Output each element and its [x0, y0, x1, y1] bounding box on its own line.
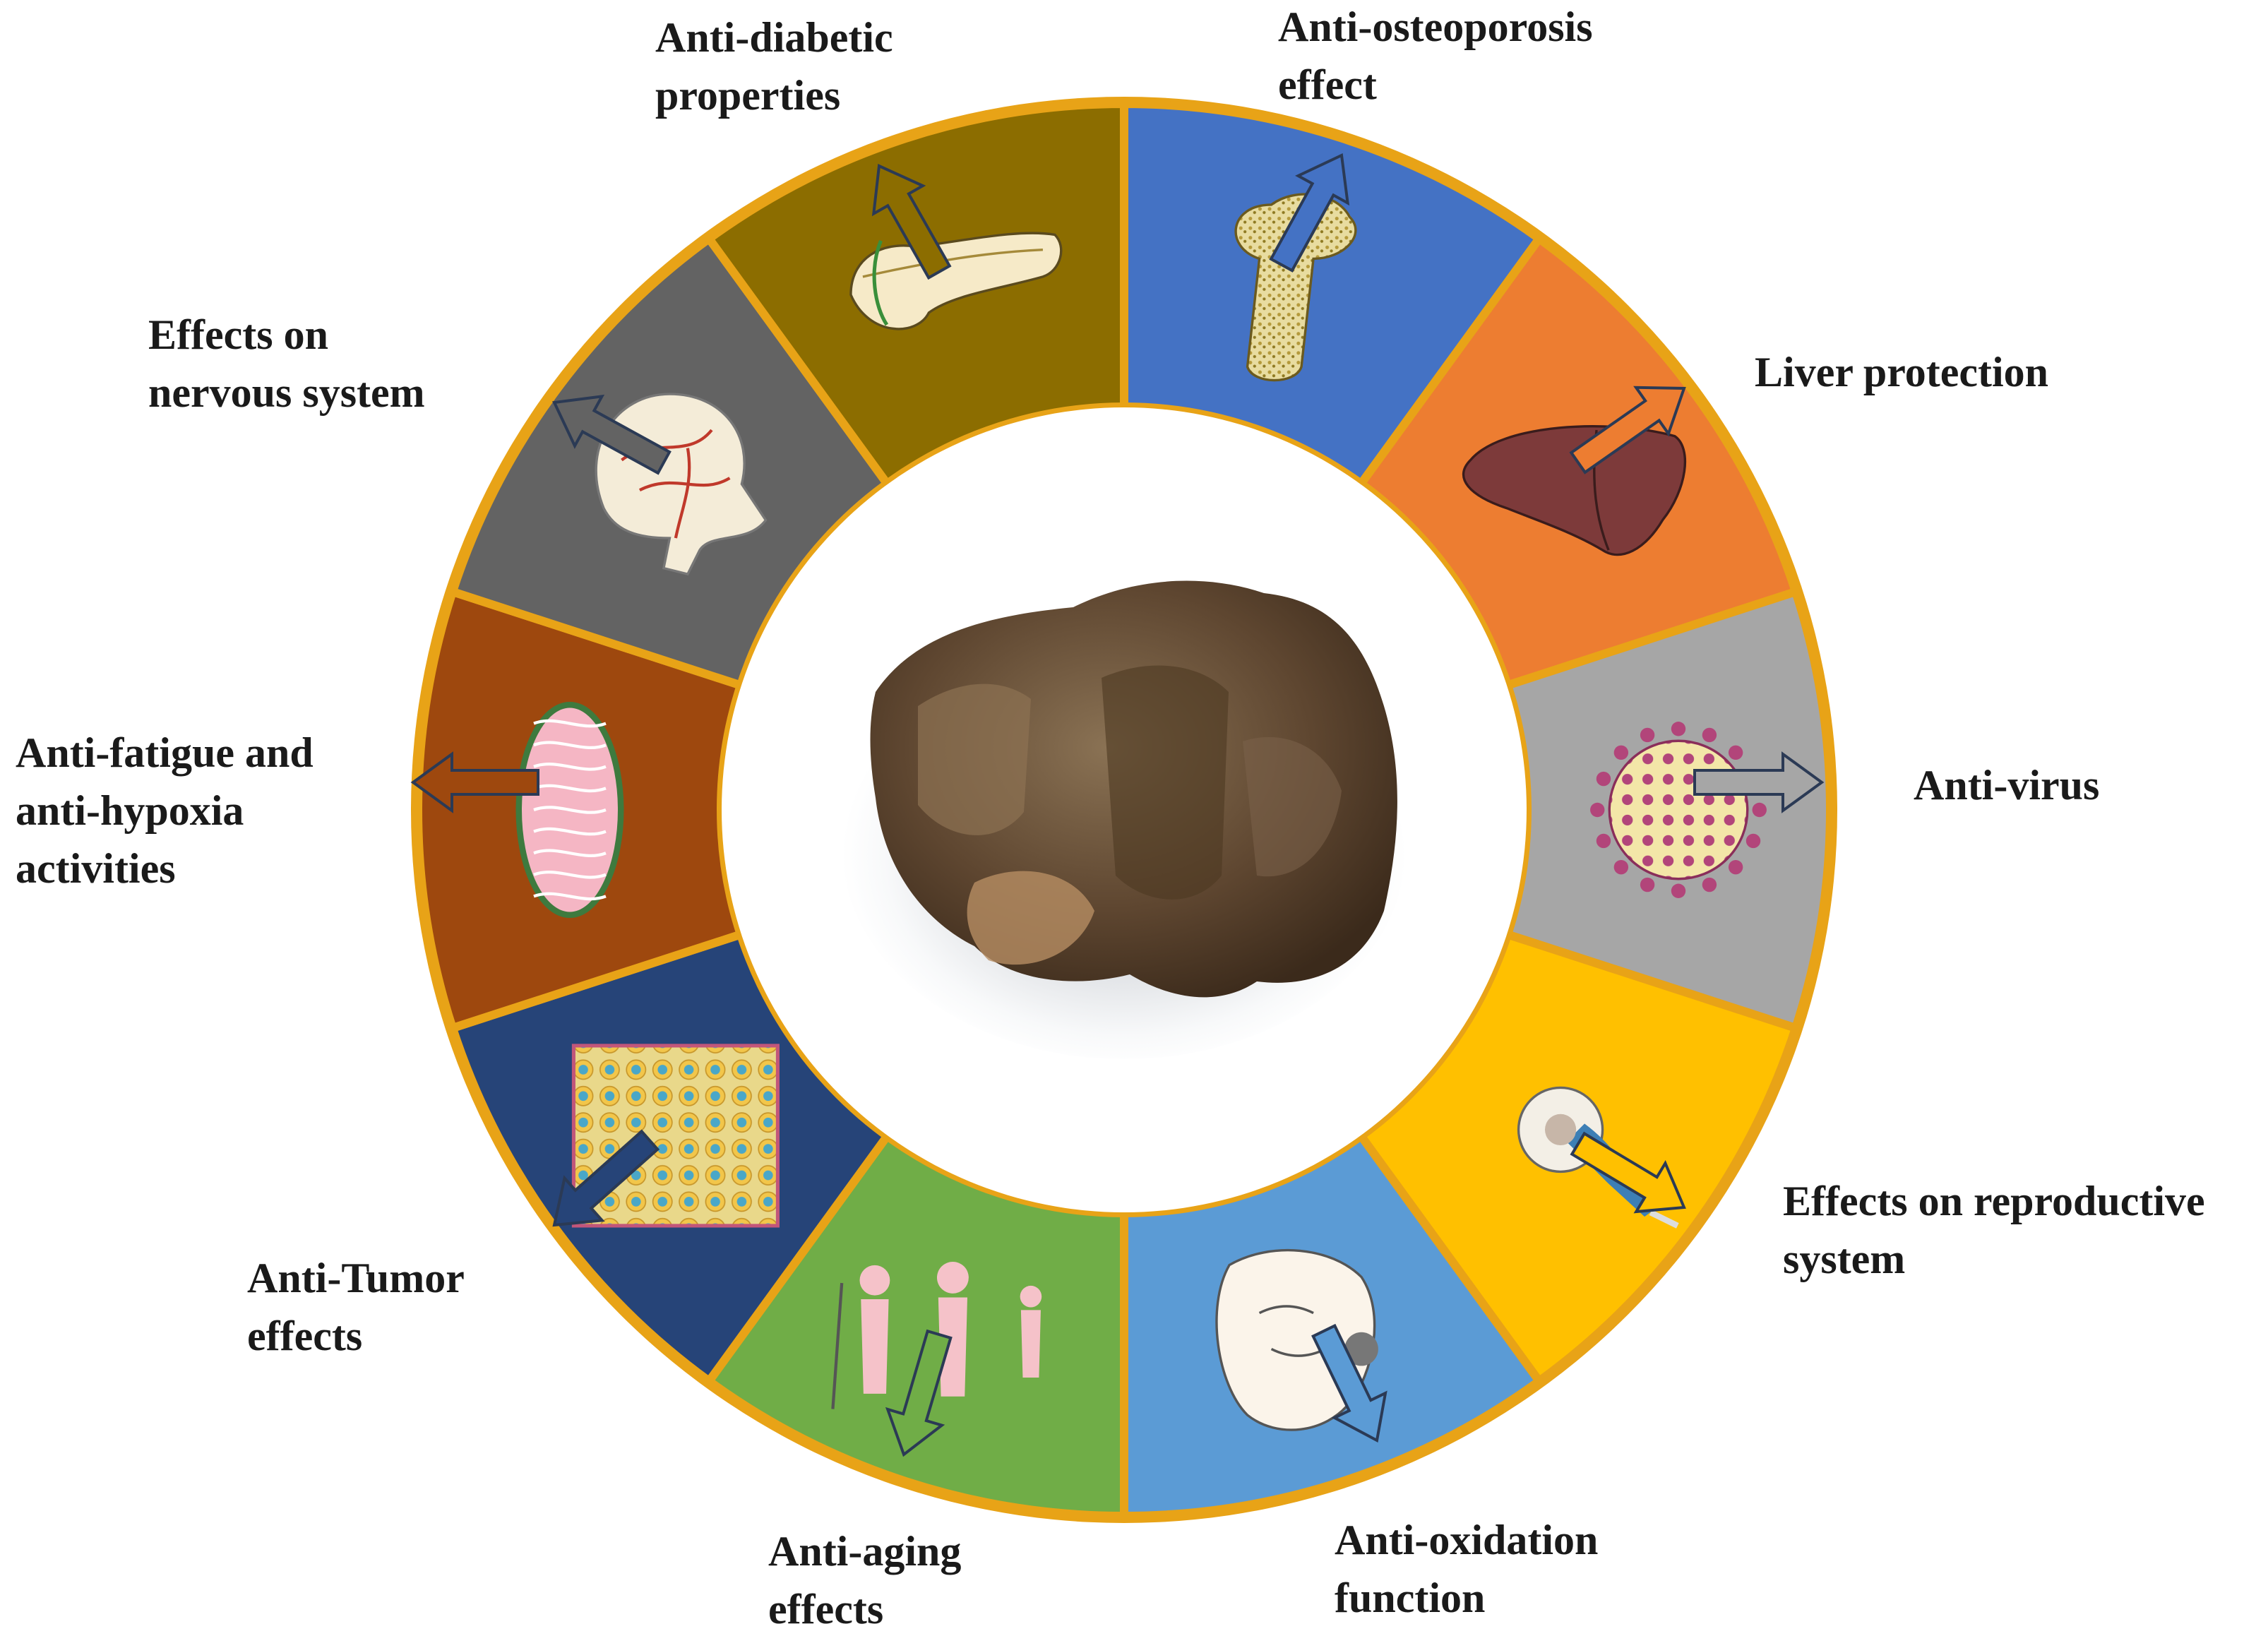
human-lifecycle-icon — [831, 1261, 1042, 1409]
label-anti-fatigue-line-3: activities — [16, 845, 176, 892]
bone-icon — [1234, 193, 1357, 382]
label-nervous-line-1: Effects on — [148, 311, 328, 358]
label-anti-diabetic-line-2: properties — [655, 72, 840, 119]
label-nervous-line-2: nervous system — [148, 369, 425, 416]
arrow-anti-oxidation — [1311, 1323, 1387, 1443]
arrow-anti-aging — [885, 1329, 953, 1457]
label-anti-fatigue-line-1: Anti-fatigue and — [16, 729, 314, 776]
label-anti-tumor-line-2: effects — [247, 1313, 362, 1359]
arrow-anti-fatigue — [410, 751, 539, 813]
label-anti-aging-line-2: effects — [768, 1586, 883, 1632]
agarwood-photo — [722, 407, 1527, 1212]
tumor-cells-icon — [571, 1044, 780, 1228]
pancreas-icon — [849, 232, 1063, 330]
liver-icon — [1462, 425, 1687, 556]
effects-ring — [411, 97, 1837, 1523]
label-anti-oxidation-line-2: function — [1335, 1575, 1485, 1621]
label-anti-oxidation-line-1: Anti-oxidation — [1335, 1517, 1598, 1563]
label-anti-aging-line-1: Anti-aging — [768, 1528, 961, 1575]
label-anti-osteoporosis-line-2: effect — [1278, 61, 1377, 108]
effect-labels: Anti-diabetic properties Anti-osteoporosis… — [16, 4, 2205, 1632]
label-reproductive-line-2: system — [1783, 1236, 1905, 1282]
label-anti-osteoporosis-line-1: Anti-osteoporosis — [1278, 4, 1593, 50]
arrow-liver — [1569, 386, 1686, 474]
arrow-anti-tumor — [552, 1129, 660, 1227]
label-anti-tumor-line-1: Anti-Tumor — [247, 1255, 465, 1301]
label-anti-diabetic-line-1: Anti-diabetic — [655, 14, 893, 61]
virus-icon — [1590, 722, 1767, 898]
label-liver-line-1: Liver protection — [1755, 349, 2048, 395]
effect-arrows — [410, 153, 1825, 1457]
arrow-reproductive — [1570, 1131, 1686, 1214]
mitochondria-icon — [515, 701, 624, 919]
arrow-anti-virus — [1693, 751, 1825, 813]
label-anti-fatigue-line-2: anti-hypoxia — [16, 787, 244, 834]
label-reproductive-line-1: Effects on reproductive — [1783, 1178, 2205, 1224]
arrow-anti-diabetic — [871, 164, 952, 280]
arrow-anti-osteoporosis — [1269, 153, 1350, 273]
label-anti-virus-line-1: Anti-virus — [1914, 762, 2099, 808]
arrow-nervous — [552, 394, 672, 475]
